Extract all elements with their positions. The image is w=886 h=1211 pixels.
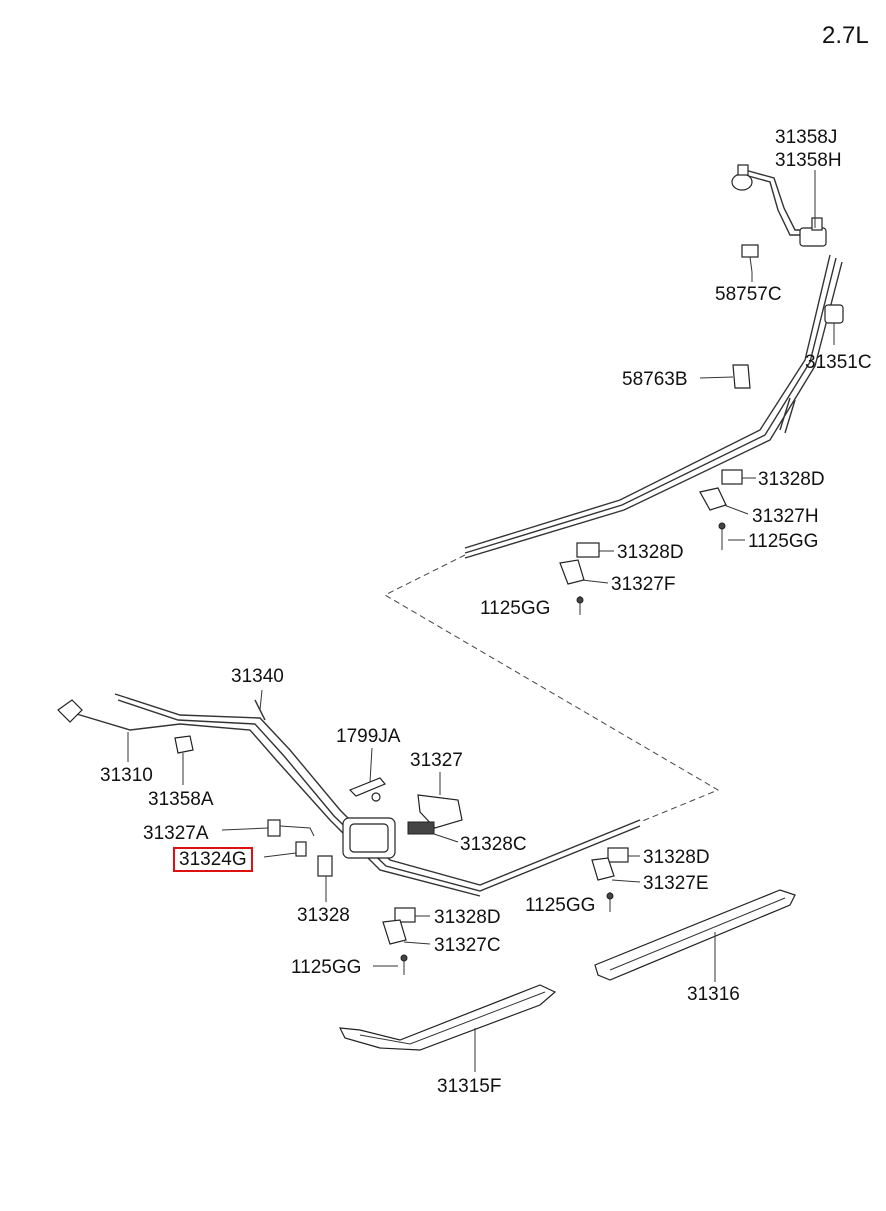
leader-lines: [127, 170, 835, 1072]
callout-58757c[interactable]: 58757C: [715, 284, 782, 305]
callout-31328d-4[interactable]: 31328D: [434, 907, 501, 928]
clip-58757c-part: [741, 244, 759, 258]
fuel-line-upper: [464, 254, 843, 559]
rail-31315f-part: [338, 984, 557, 1051]
bolt-1125gg-4: [400, 954, 408, 962]
clip-31351c-part: [824, 304, 844, 324]
callout-31310[interactable]: 31310: [100, 765, 153, 786]
callout-31327f[interactable]: 31327F: [611, 574, 676, 595]
bracket-31327e: [591, 857, 615, 881]
callout-31358a[interactable]: 31358A: [148, 789, 214, 810]
callout-31358j[interactable]: 31358J: [775, 127, 838, 148]
clip-31324g-part: [295, 841, 307, 857]
bracket-31327-part: [417, 794, 463, 829]
fuel-filter-connector: [731, 164, 827, 247]
bolt-1125gg-2: [576, 596, 584, 604]
callout-31340[interactable]: 31340: [231, 666, 284, 687]
bolt-1125gg-1: [718, 522, 726, 530]
callout-31328d-1[interactable]: 31328D: [758, 469, 825, 490]
callout-31327a[interactable]: 31327A: [143, 823, 209, 844]
callout-1125gg-4[interactable]: 1125GG: [291, 957, 362, 978]
callout-1125gg-2[interactable]: 1125GG: [480, 598, 551, 619]
callout-1125gg-3[interactable]: 1125GG: [525, 895, 596, 916]
callout-1799ja[interactable]: 1799JA: [336, 726, 401, 747]
fuel-line-lower: [69, 693, 641, 897]
callout-31327h[interactable]: 31327H: [752, 506, 819, 527]
callout-58763b[interactable]: 58763B: [622, 369, 688, 390]
bracket-31327h: [699, 487, 727, 511]
bracket-31328d-3: [607, 847, 629, 863]
callout-31315f[interactable]: 31315F: [437, 1076, 502, 1097]
section-boundary-dashed: [383, 554, 720, 823]
strap-1799ja-part: [348, 777, 386, 797]
bracket-31327f: [559, 559, 585, 585]
bracket-31327c: [382, 919, 407, 945]
bracket-31328d-2: [576, 542, 600, 558]
callout-31351c[interactable]: 31351C: [805, 352, 872, 373]
bracket-31327a-part: [267, 819, 281, 837]
engine-label: 2.7L: [822, 22, 869, 49]
callout-31328[interactable]: 31328: [297, 905, 350, 926]
callout-31327c[interactable]: 31327C: [434, 935, 501, 956]
callout-31327e[interactable]: 31327E: [643, 873, 709, 894]
callout-1125gg-1[interactable]: 1125GG: [748, 531, 819, 552]
clip-31328-part: [317, 855, 333, 877]
callout-31316[interactable]: 31316: [687, 984, 740, 1005]
clip-58763b-part: [732, 364, 751, 389]
callout-31328d-3[interactable]: 31328D: [643, 847, 710, 868]
callout-31358h[interactable]: 31358H: [775, 150, 842, 171]
callout-31328d-2[interactable]: 31328D: [617, 542, 684, 563]
callout-31328c[interactable]: 31328C: [460, 834, 527, 855]
bracket-31328d-4: [394, 907, 416, 923]
clip-31328c-part: [407, 821, 435, 835]
callout-31324g-highlighted[interactable]: 31324G: [173, 847, 253, 872]
bracket-31328d-1: [721, 469, 743, 485]
callout-31327[interactable]: 31327: [410, 750, 463, 771]
clip-31358a-part: [174, 735, 194, 754]
inlet-31310-part: [57, 699, 83, 723]
bolt-1125gg-3: [606, 892, 614, 900]
